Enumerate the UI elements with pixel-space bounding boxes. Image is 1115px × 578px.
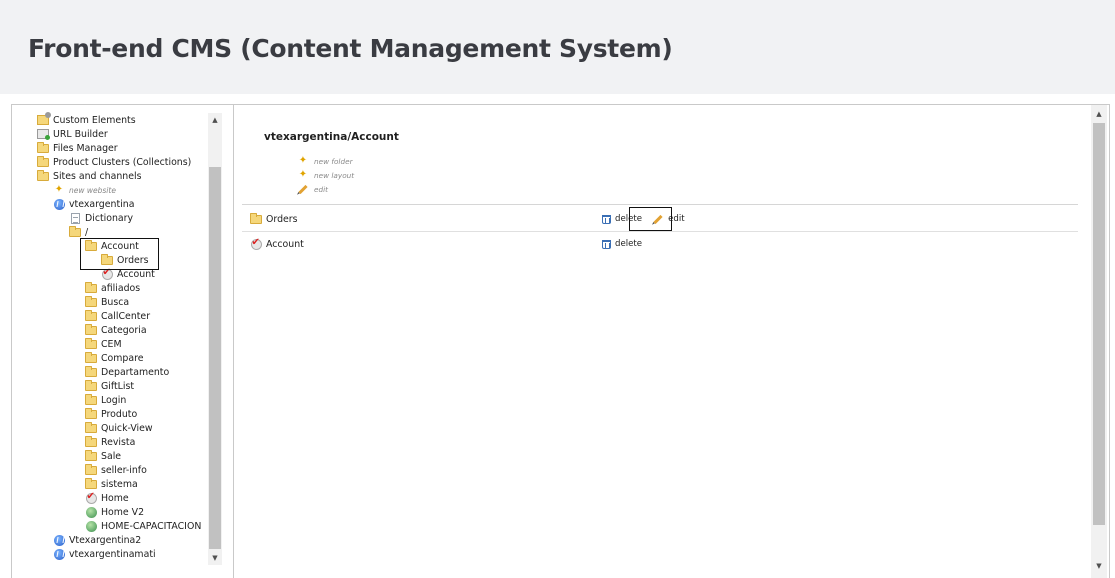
folder-icon bbox=[84, 281, 98, 294]
tree-item-produto[interactable]: Produto bbox=[84, 407, 137, 421]
pencil-icon bbox=[296, 184, 310, 194]
document-icon bbox=[68, 212, 82, 224]
tree-item-departamento[interactable]: Departamento bbox=[84, 365, 169, 379]
tree-item-seller-info[interactable]: seller-info bbox=[84, 463, 147, 477]
page-header: Front-end CMS (Content Management System… bbox=[0, 0, 1115, 94]
folder-open-icon bbox=[84, 239, 98, 252]
folder-icon bbox=[84, 477, 98, 490]
tree-item-cem[interactable]: CEM bbox=[84, 337, 122, 351]
folder-icon bbox=[84, 337, 98, 350]
tree-item-files-manager[interactable]: Files Manager bbox=[36, 141, 118, 155]
tree-item-home-v2[interactable]: Home V2 bbox=[84, 505, 144, 519]
content-scroll-thumb[interactable] bbox=[1093, 123, 1105, 525]
tree-scroll-thumb[interactable] bbox=[209, 167, 221, 549]
folder-icon bbox=[100, 253, 114, 266]
tree-item-vtexargentina2[interactable]: Vtexargentina2 bbox=[52, 533, 141, 547]
new-layout-icon: ✦ bbox=[298, 169, 308, 180]
tree-item-vtexargentinamati[interactable]: vtexargentinamati bbox=[52, 547, 156, 561]
tree-item-revista[interactable]: Revista bbox=[84, 435, 135, 449]
edit-orders-button[interactable]: edit bbox=[652, 214, 685, 224]
tree-item-compare[interactable]: Compare bbox=[84, 351, 144, 365]
folder-open-icon bbox=[36, 169, 50, 182]
tree-item-url-builder[interactable]: URL Builder bbox=[36, 127, 108, 141]
new-folder-link[interactable]: ✦ new folder bbox=[296, 155, 353, 167]
custom-elements-icon bbox=[36, 112, 51, 126]
tree-item-quick-view[interactable]: Quick-View bbox=[84, 421, 153, 435]
tree-scrollbar[interactable]: ▲ ▼ bbox=[208, 113, 222, 565]
list-item-orders[interactable]: Orders delete edit bbox=[250, 210, 1080, 228]
tree-item-giftlist[interactable]: GiftList bbox=[84, 379, 134, 393]
panel-divider bbox=[233, 105, 234, 578]
site-tree: Custom Elements URL Builder Files Manage… bbox=[12, 105, 233, 578]
folder-icon bbox=[84, 463, 98, 476]
folder-icon bbox=[84, 309, 98, 322]
trash-icon bbox=[602, 214, 611, 224]
tree-item-home[interactable]: Home bbox=[84, 491, 129, 505]
current-path: vtexargentina/Account bbox=[264, 131, 399, 143]
edit-path-link[interactable]: edit bbox=[296, 183, 328, 195]
tree-item-orders[interactable]: Orders bbox=[100, 253, 149, 267]
folder-icon bbox=[36, 155, 50, 168]
cms-frame: Custom Elements URL Builder Files Manage… bbox=[11, 104, 1110, 578]
folder-icon bbox=[84, 365, 98, 378]
scroll-up-arrow-icon[interactable]: ▲ bbox=[1096, 110, 1102, 118]
page-globe-icon bbox=[84, 506, 98, 518]
content-panel: vtexargentina/Account ✦ new folder ✦ new… bbox=[234, 105, 1096, 578]
url-builder-icon bbox=[36, 128, 50, 140]
site-globe-icon bbox=[52, 548, 66, 560]
folder-icon bbox=[84, 379, 98, 392]
tree-item-sites-and-channels[interactable]: Sites and channels bbox=[36, 169, 141, 183]
new-layout-link[interactable]: ✦ new layout bbox=[296, 169, 354, 181]
tree-item-vtexargentina[interactable]: vtexargentina bbox=[52, 197, 134, 211]
new-folder-icon: ✦ bbox=[298, 155, 308, 166]
highlight-box-edit bbox=[629, 207, 672, 231]
tree-item-callcenter[interactable]: CallCenter bbox=[84, 309, 150, 323]
list-item-account[interactable]: Account delete bbox=[250, 235, 1080, 253]
site-globe-icon bbox=[52, 534, 66, 546]
tree-item-categoria[interactable]: Categoria bbox=[84, 323, 147, 337]
highlight-box-tree bbox=[80, 238, 159, 270]
tree-item-afiliados[interactable]: afiliados bbox=[84, 281, 140, 295]
tree-item-new-website[interactable]: ✦ new website bbox=[52, 183, 116, 197]
page-globe-icon bbox=[84, 520, 98, 532]
tree-item-home-capacitacion[interactable]: HOME-CAPACITACION bbox=[84, 519, 201, 533]
site-globe-icon bbox=[52, 198, 66, 210]
folder-icon bbox=[84, 421, 98, 434]
folder-icon bbox=[36, 141, 50, 154]
scroll-down-arrow-icon[interactable]: ▼ bbox=[1096, 562, 1102, 570]
folder-icon bbox=[84, 323, 98, 336]
folder-icon bbox=[84, 393, 98, 406]
list-divider-middle bbox=[242, 231, 1078, 232]
folder-icon bbox=[84, 449, 98, 462]
page-title: Front-end CMS (Content Management System… bbox=[28, 34, 673, 63]
page-check-icon bbox=[84, 491, 98, 504]
trash-icon bbox=[602, 239, 611, 249]
new-star-icon: ✦ bbox=[54, 184, 64, 195]
delete-account-button[interactable]: delete bbox=[602, 239, 642, 249]
tree-item-custom-elements[interactable]: Custom Elements bbox=[36, 112, 136, 127]
tree-item-dictionary[interactable]: Dictionary bbox=[68, 211, 133, 225]
tree-item-product-clusters[interactable]: Product Clusters (Collections) bbox=[36, 155, 191, 169]
folder-icon bbox=[84, 435, 98, 448]
tree-item-login[interactable]: Login bbox=[84, 393, 126, 407]
folder-icon bbox=[84, 351, 98, 364]
tree-item-root[interactable]: / bbox=[68, 225, 88, 239]
page-check-icon bbox=[250, 237, 262, 250]
tree-item-busca[interactable]: Busca bbox=[84, 295, 129, 309]
tree-item-account-folder[interactable]: Account bbox=[84, 239, 139, 253]
scroll-up-arrow-icon[interactable]: ▲ bbox=[212, 116, 218, 124]
delete-orders-button[interactable]: delete bbox=[602, 214, 642, 224]
folder-icon bbox=[84, 407, 98, 420]
folder-open-icon bbox=[68, 225, 82, 238]
list-divider-top bbox=[242, 204, 1078, 205]
scroll-down-arrow-icon[interactable]: ▼ bbox=[212, 554, 218, 562]
folder-icon bbox=[250, 212, 262, 224]
folder-icon bbox=[84, 295, 98, 308]
content-scrollbar[interactable]: ▲ ▼ bbox=[1091, 105, 1107, 578]
tree-item-sistema[interactable]: sistema bbox=[84, 477, 138, 491]
tree-item-sale[interactable]: Sale bbox=[84, 449, 121, 463]
